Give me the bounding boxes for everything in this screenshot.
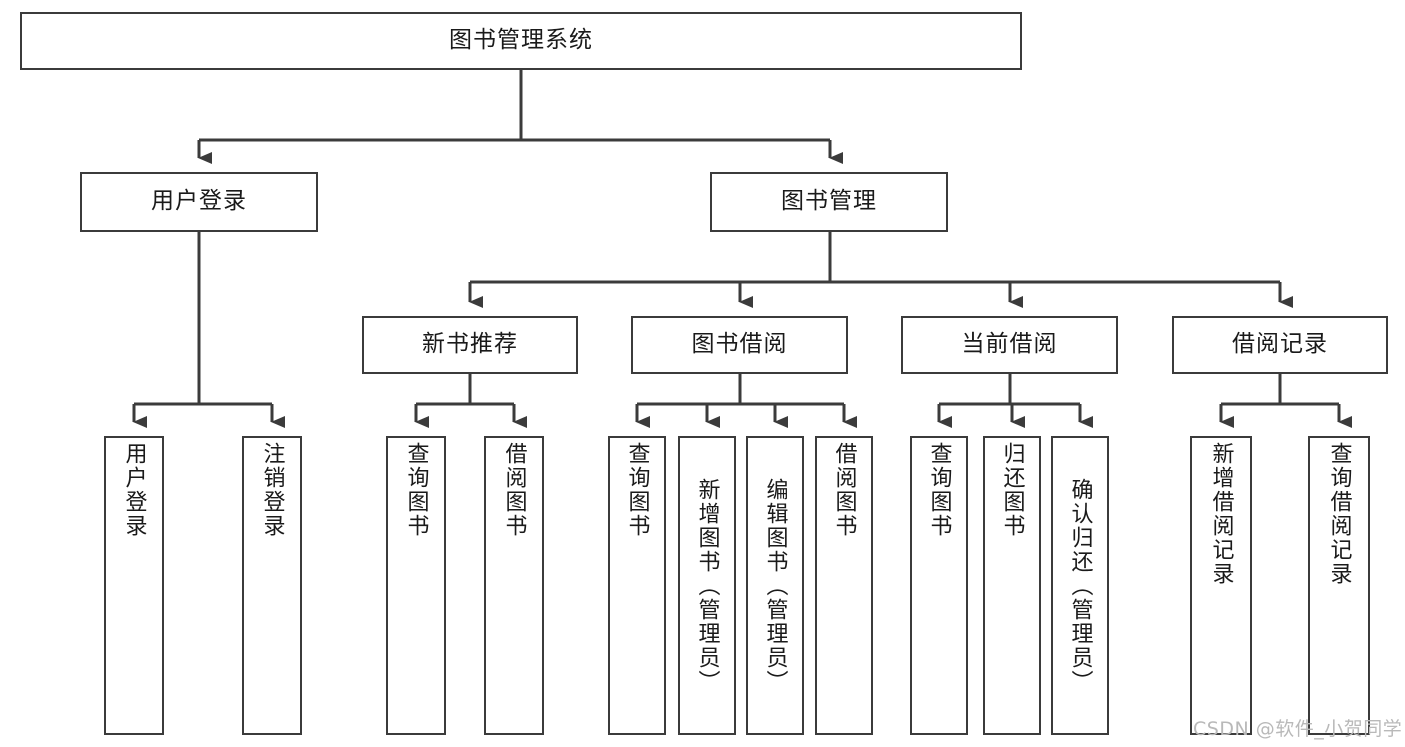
node-label: 借阅图书 (831, 442, 857, 538)
node-leaf-query-book-rec[interactable]: 查询图书 (386, 436, 446, 735)
node-leaf-user-logout[interactable]: 注销登录 (242, 436, 302, 735)
node-label: 借阅图书 (501, 442, 527, 538)
node-leaf-borrow-book-bb[interactable]: 借阅图书 (815, 436, 873, 735)
node-current-borrow[interactable]: 当前借阅 (901, 316, 1118, 374)
node-label: 查询图书 (403, 442, 429, 538)
node-label: 查询借阅记录 (1326, 442, 1352, 586)
node-label: 归还图书 (999, 442, 1025, 538)
node-leaf-query-book-bb[interactable]: 查询图书 (608, 436, 666, 735)
node-label: 用户登录 (151, 188, 247, 215)
node-label: 图书管理 (781, 188, 877, 215)
node-book-manage[interactable]: 图书管理 (710, 172, 948, 232)
node-label: 编辑图书（管理员） (762, 477, 788, 694)
node-label: 查询图书 (926, 442, 952, 538)
node-label: 确认归还（管理员） (1067, 477, 1093, 694)
node-root-图书管理系统[interactable]: 图书管理系统 (20, 12, 1022, 70)
node-label: 图书借阅 (691, 331, 788, 358)
node-label: 图书管理系统 (449, 27, 593, 54)
node-label: 注销登录 (259, 442, 285, 538)
node-leaf-query-book-cb[interactable]: 查询图书 (910, 436, 968, 735)
node-label: 新书推荐 (422, 331, 518, 358)
node-label: 用户登录 (121, 442, 147, 538)
node-new-book-rec[interactable]: 新书推荐 (362, 316, 578, 374)
node-book-borrow[interactable]: 图书借阅 (631, 316, 848, 374)
node-leaf-query-record[interactable]: 查询借阅记录 (1308, 436, 1370, 735)
node-label: 新增图书（管理员） (694, 477, 720, 694)
node-leaf-return-book[interactable]: 归还图书 (983, 436, 1041, 735)
node-label: 借阅记录 (1232, 331, 1328, 358)
node-label: 查询图书 (624, 442, 650, 538)
node-user-login[interactable]: 用户登录 (80, 172, 318, 232)
node-borrow-record[interactable]: 借阅记录 (1172, 316, 1388, 374)
node-leaf-confirm-return[interactable]: 确认归还（管理员） (1051, 436, 1109, 735)
node-leaf-add-book[interactable]: 新增图书（管理员） (678, 436, 736, 735)
node-label: 新增借阅记录 (1208, 442, 1234, 586)
node-leaf-edit-book[interactable]: 编辑图书（管理员） (746, 436, 804, 735)
node-leaf-add-record[interactable]: 新增借阅记录 (1190, 436, 1252, 735)
node-leaf-user-login[interactable]: 用户登录 (104, 436, 164, 735)
csdn-watermark: CSDN @软件_小贺同学 (1193, 718, 1403, 740)
node-label: 当前借阅 (961, 331, 1058, 358)
node-leaf-borrow-book-rec[interactable]: 借阅图书 (484, 436, 544, 735)
